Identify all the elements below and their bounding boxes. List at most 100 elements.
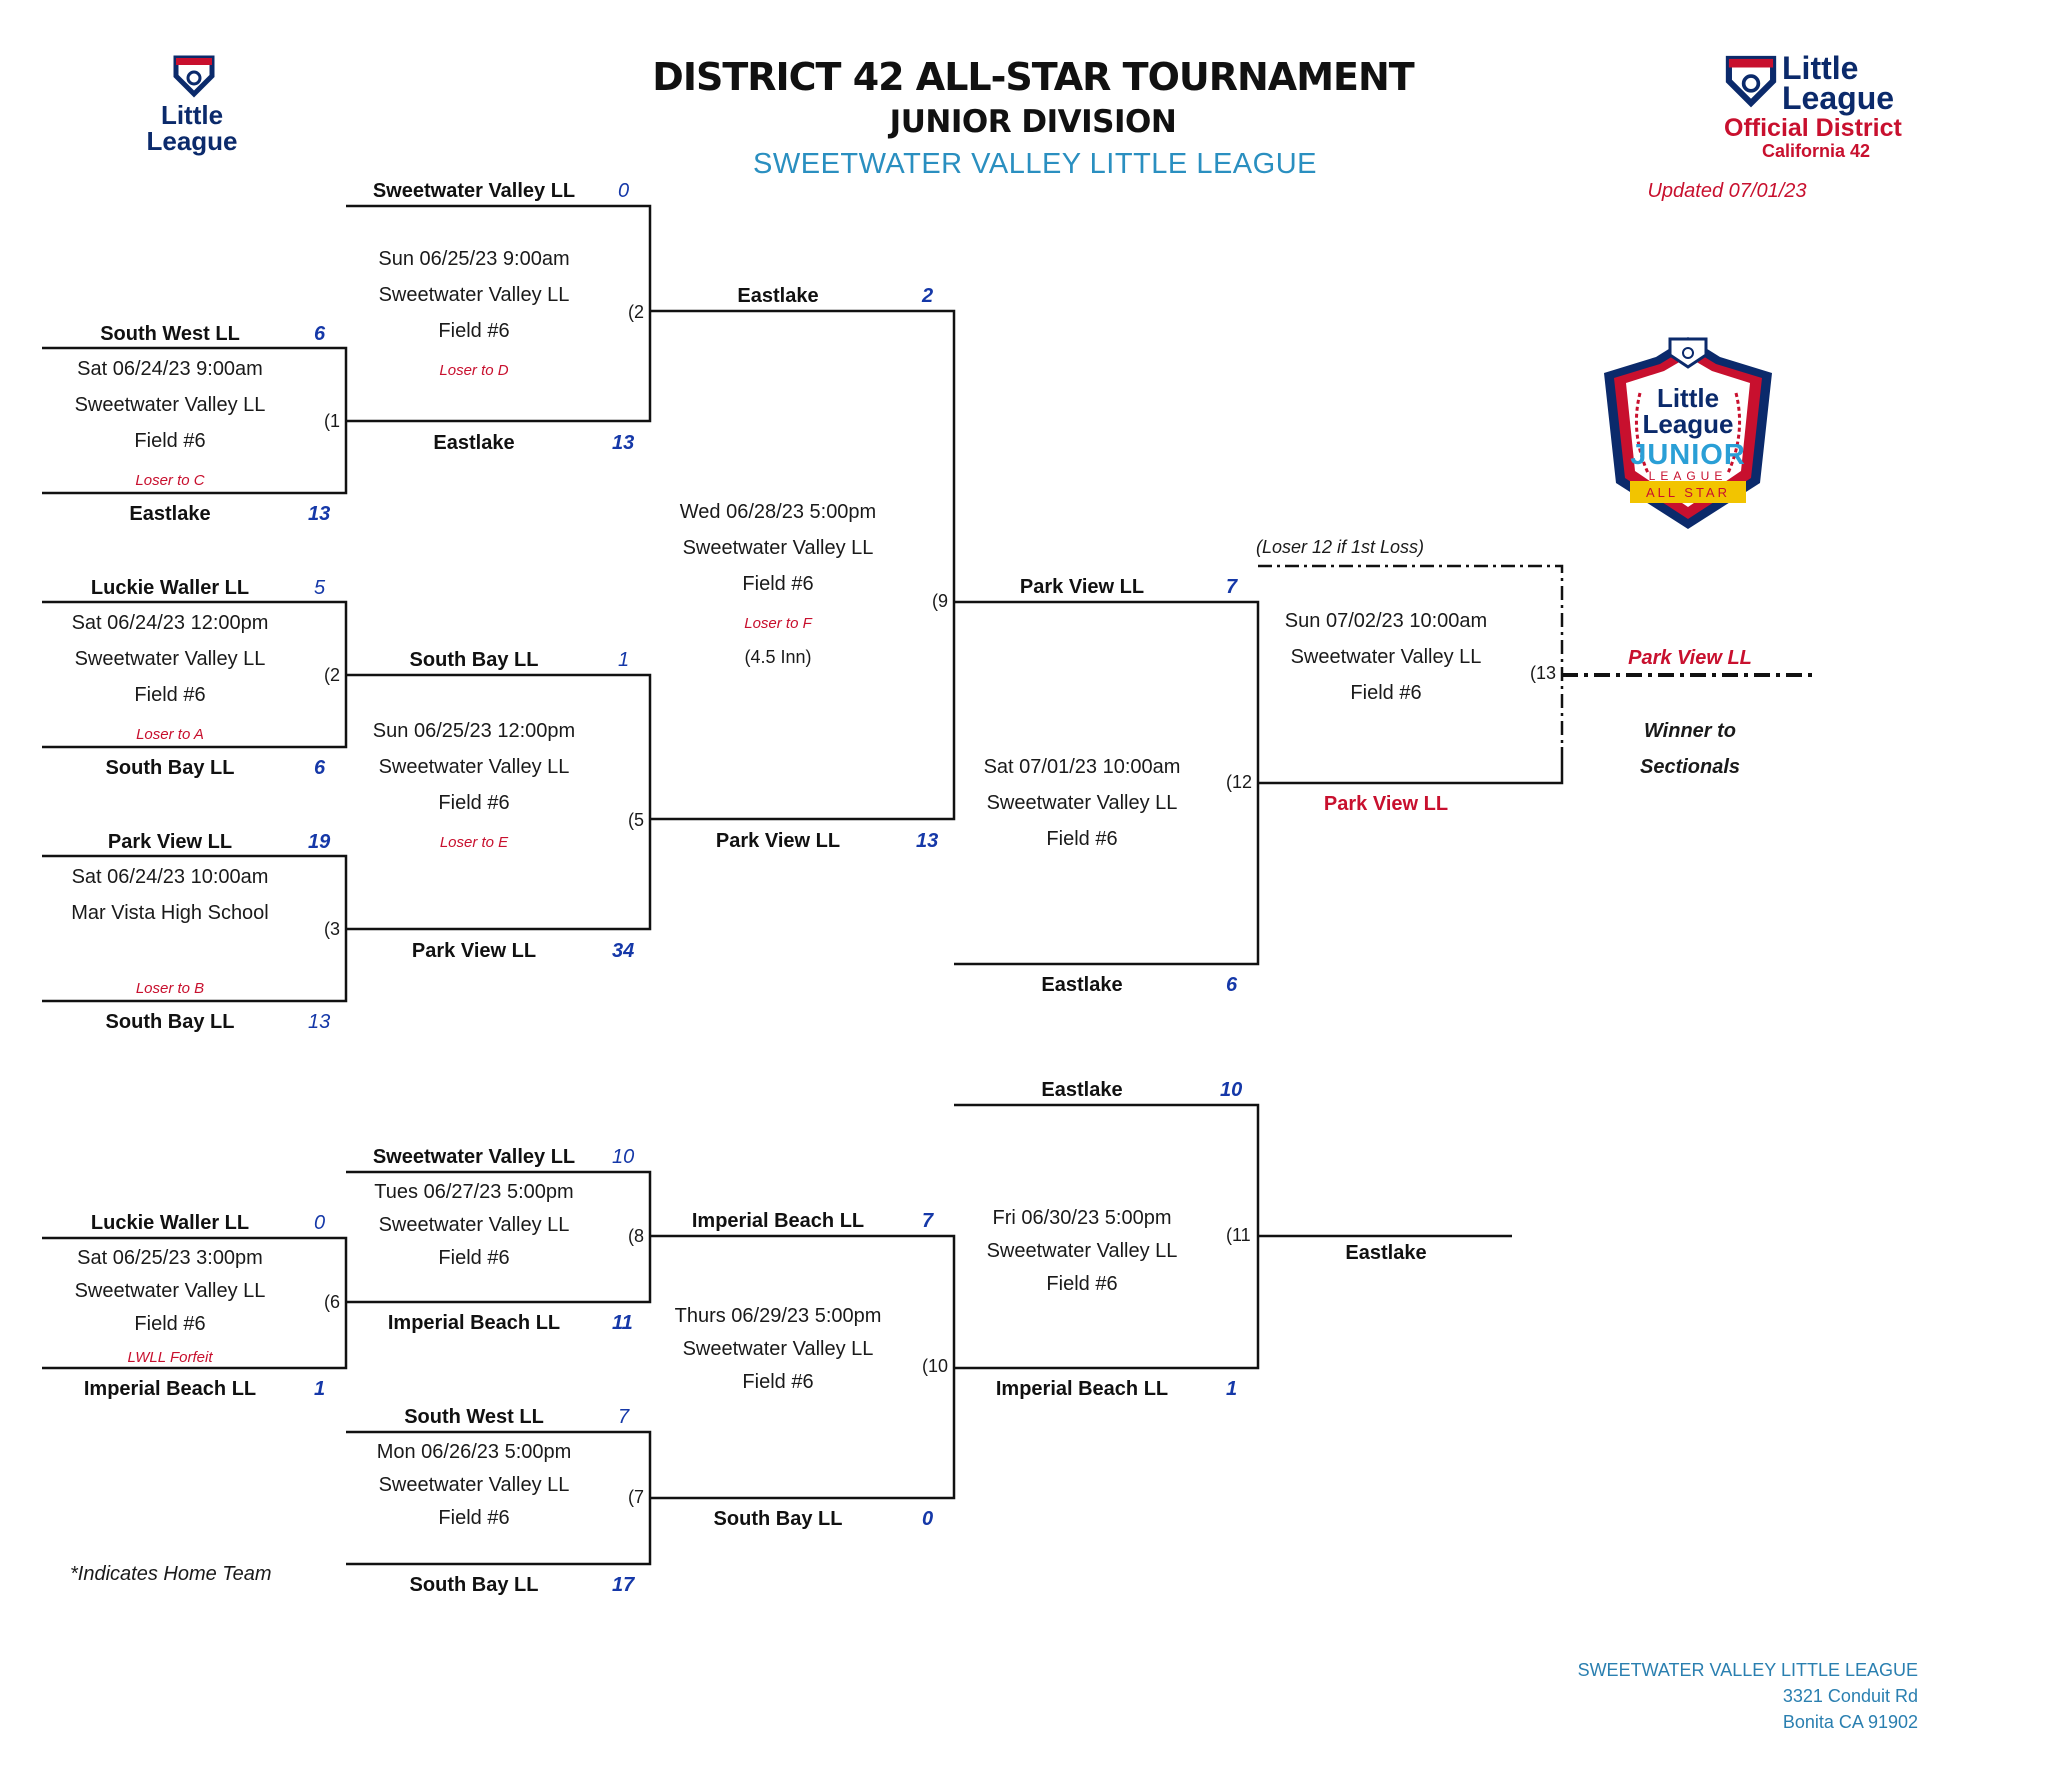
- g2-top-team: Luckie Waller LL: [90, 577, 250, 599]
- g5-bottom-score: 34: [612, 940, 635, 962]
- g7-top-team: South West LL: [404, 1406, 544, 1428]
- g11-winner-team: Eastlake: [1345, 1242, 1427, 1264]
- g9-field: Field #6: [742, 573, 814, 595]
- junior-logo-line3: JUNIOR: [1630, 439, 1746, 471]
- g13-game-number: (13: [1530, 663, 1557, 683]
- g7-bottom-team: South Bay LL: [409, 1574, 539, 1596]
- logo-left-line1: Little: [160, 100, 224, 130]
- g7-date: Mon 06/26/23 5:00pm: [376, 1441, 572, 1463]
- g7-top-score: 7: [618, 1406, 630, 1428]
- g8-bottom-team: Imperial Beach LL: [387, 1312, 561, 1334]
- g12-game-number: (12: [1226, 772, 1253, 792]
- g10-top-score: 7: [922, 1210, 934, 1232]
- g10-game-number: (10: [922, 1356, 949, 1376]
- g9-top-team: Eastlake: [737, 285, 819, 307]
- g4-bottom-team: Eastlake: [433, 432, 515, 454]
- g4-game-number: (2: [628, 302, 645, 322]
- g13-venue: Sweetwater Valley LL: [1290, 646, 1482, 668]
- g6-venue: Sweetwater Valley LL: [74, 1280, 266, 1302]
- g8-date: Tues 06/27/23 5:00pm: [374, 1181, 574, 1203]
- g4-top-team: Sweetwater Valley LL: [372, 180, 576, 202]
- g6-date: Sat 06/25/23 3:00pm: [77, 1247, 263, 1269]
- g6-game-number: (6: [324, 1292, 341, 1312]
- g6-top-team: Luckie Waller LL: [90, 1212, 250, 1234]
- home-plate-icon: [1725, 55, 1777, 108]
- g1-bottom-team: Eastlake: [129, 503, 211, 525]
- junior-logo-line2: League: [1642, 409, 1734, 439]
- g4-top-score: 0: [618, 180, 630, 202]
- g3-game-number: (3: [324, 919, 341, 939]
- g8-top-score: 10: [612, 1146, 635, 1168]
- g7-bottom-score: 17: [612, 1574, 635, 1596]
- g6-forfeit-note: LWLL Forfeit: [127, 1349, 213, 1366]
- logo-right-line4: California 42: [1762, 141, 1871, 161]
- g2-bottom-team: South Bay LL: [105, 757, 235, 779]
- g1-loser-note: Loser to C: [135, 472, 205, 489]
- g6-bottom-team: Imperial Beach LL: [83, 1378, 257, 1400]
- g8-top-team: Sweetwater Valley LL: [372, 1146, 576, 1168]
- g1-bottom-score: 13: [308, 503, 331, 525]
- g12-top-score: 7: [1226, 576, 1238, 598]
- g6-field: Field #6: [134, 1313, 206, 1335]
- g2-loser-note: Loser to A: [136, 726, 204, 743]
- g11-bottom-score: 1: [1226, 1378, 1238, 1400]
- g5-loser-note: Loser to E: [439, 834, 509, 851]
- g12-date: Sat 07/01/23 10:00am: [983, 756, 1181, 778]
- g11-game-number: (11: [1226, 1225, 1251, 1245]
- g13-field: Field #6: [1350, 682, 1422, 704]
- g2-venue: Sweetwater Valley LL: [74, 648, 266, 670]
- winner-label-line2: Sectionals: [1639, 756, 1741, 778]
- g9-date: Wed 06/28/23 5:00pm: [679, 501, 877, 523]
- g9-innings: (4.5 Inn): [744, 647, 812, 667]
- g9-loser-note: Loser to F: [744, 615, 812, 632]
- g12-top-team: Park View LL: [1019, 576, 1145, 598]
- g13-bottom-team: Park View LL: [1323, 793, 1449, 815]
- g1-venue: Sweetwater Valley LL: [74, 394, 266, 416]
- g2-field: Field #6: [134, 684, 206, 706]
- g4-date: Sun 06/25/23 9:00am: [378, 248, 570, 270]
- home-team-legend: *Indicates Home Team: [70, 1563, 272, 1585]
- g11-bottom-team: Imperial Beach LL: [995, 1378, 1169, 1400]
- logo-right-line3: Official District: [1724, 114, 1902, 142]
- footer-org-name: SWEETWATER VALLEY LITTLE LEAGUE: [1577, 1660, 1918, 1680]
- g10-field: Field #6: [742, 1371, 814, 1393]
- g4-field: Field #6: [438, 320, 510, 342]
- shield-icon: [1604, 337, 1772, 529]
- g1-top-team: South West LL: [100, 323, 240, 345]
- g5-field: Field #6: [438, 792, 510, 814]
- g3-top-score: 19: [308, 831, 331, 853]
- g11-date: Fri 06/30/23 5:00pm: [992, 1207, 1172, 1229]
- g2-game-number: (2: [324, 665, 341, 685]
- g2-top-score: 5: [314, 577, 326, 599]
- g6-bottom-score: 1: [314, 1378, 326, 1400]
- g3-bottom-team: South Bay LL: [105, 1011, 235, 1033]
- g3-loser-note: Loser to B: [135, 980, 205, 997]
- home-plate-icon: [173, 55, 215, 98]
- g3-venue: Mar Vista High School: [71, 902, 269, 924]
- g11-venue: Sweetwater Valley LL: [986, 1240, 1178, 1262]
- g4-bottom-score: 13: [612, 432, 635, 454]
- g9-top-score: 2: [922, 285, 934, 307]
- g9-game-number: (9: [932, 591, 949, 611]
- g12-bottom-team: Eastlake: [1041, 974, 1123, 996]
- g10-date: Thurs 06/29/23 5:00pm: [674, 1305, 882, 1327]
- g9-venue: Sweetwater Valley LL: [682, 537, 874, 559]
- g13-date: Sun 07/02/23 10:00am: [1284, 610, 1488, 632]
- updated-date: Updated 07/01/23: [1647, 180, 1807, 202]
- g4-venue: Sweetwater Valley LL: [378, 284, 570, 306]
- division-title: JUNIOR DIVISION: [889, 104, 1177, 140]
- footer-city: Bonita CA 91902: [1782, 1712, 1918, 1732]
- g5-date: Sun 06/25/23 12:00pm: [372, 720, 576, 742]
- g8-venue: Sweetwater Valley LL: [378, 1214, 570, 1236]
- g6-top-score: 0: [314, 1212, 326, 1234]
- g7-game-number: (7: [628, 1487, 645, 1507]
- g4-loser-note: Loser to D: [439, 362, 509, 379]
- junior-all-star-logo: Little League JUNIOR LEAGUE ALL STAR: [1600, 333, 1776, 533]
- g5-bottom-team: Park View LL: [411, 940, 537, 962]
- g9-bottom-team: Park View LL: [715, 830, 841, 852]
- g12-bottom-score: 6: [1226, 974, 1238, 996]
- g10-bottom-team: South Bay LL: [713, 1508, 843, 1530]
- g5-top-score: 1: [618, 649, 630, 671]
- g3-date: Sat 06/24/23 10:00am: [71, 866, 269, 888]
